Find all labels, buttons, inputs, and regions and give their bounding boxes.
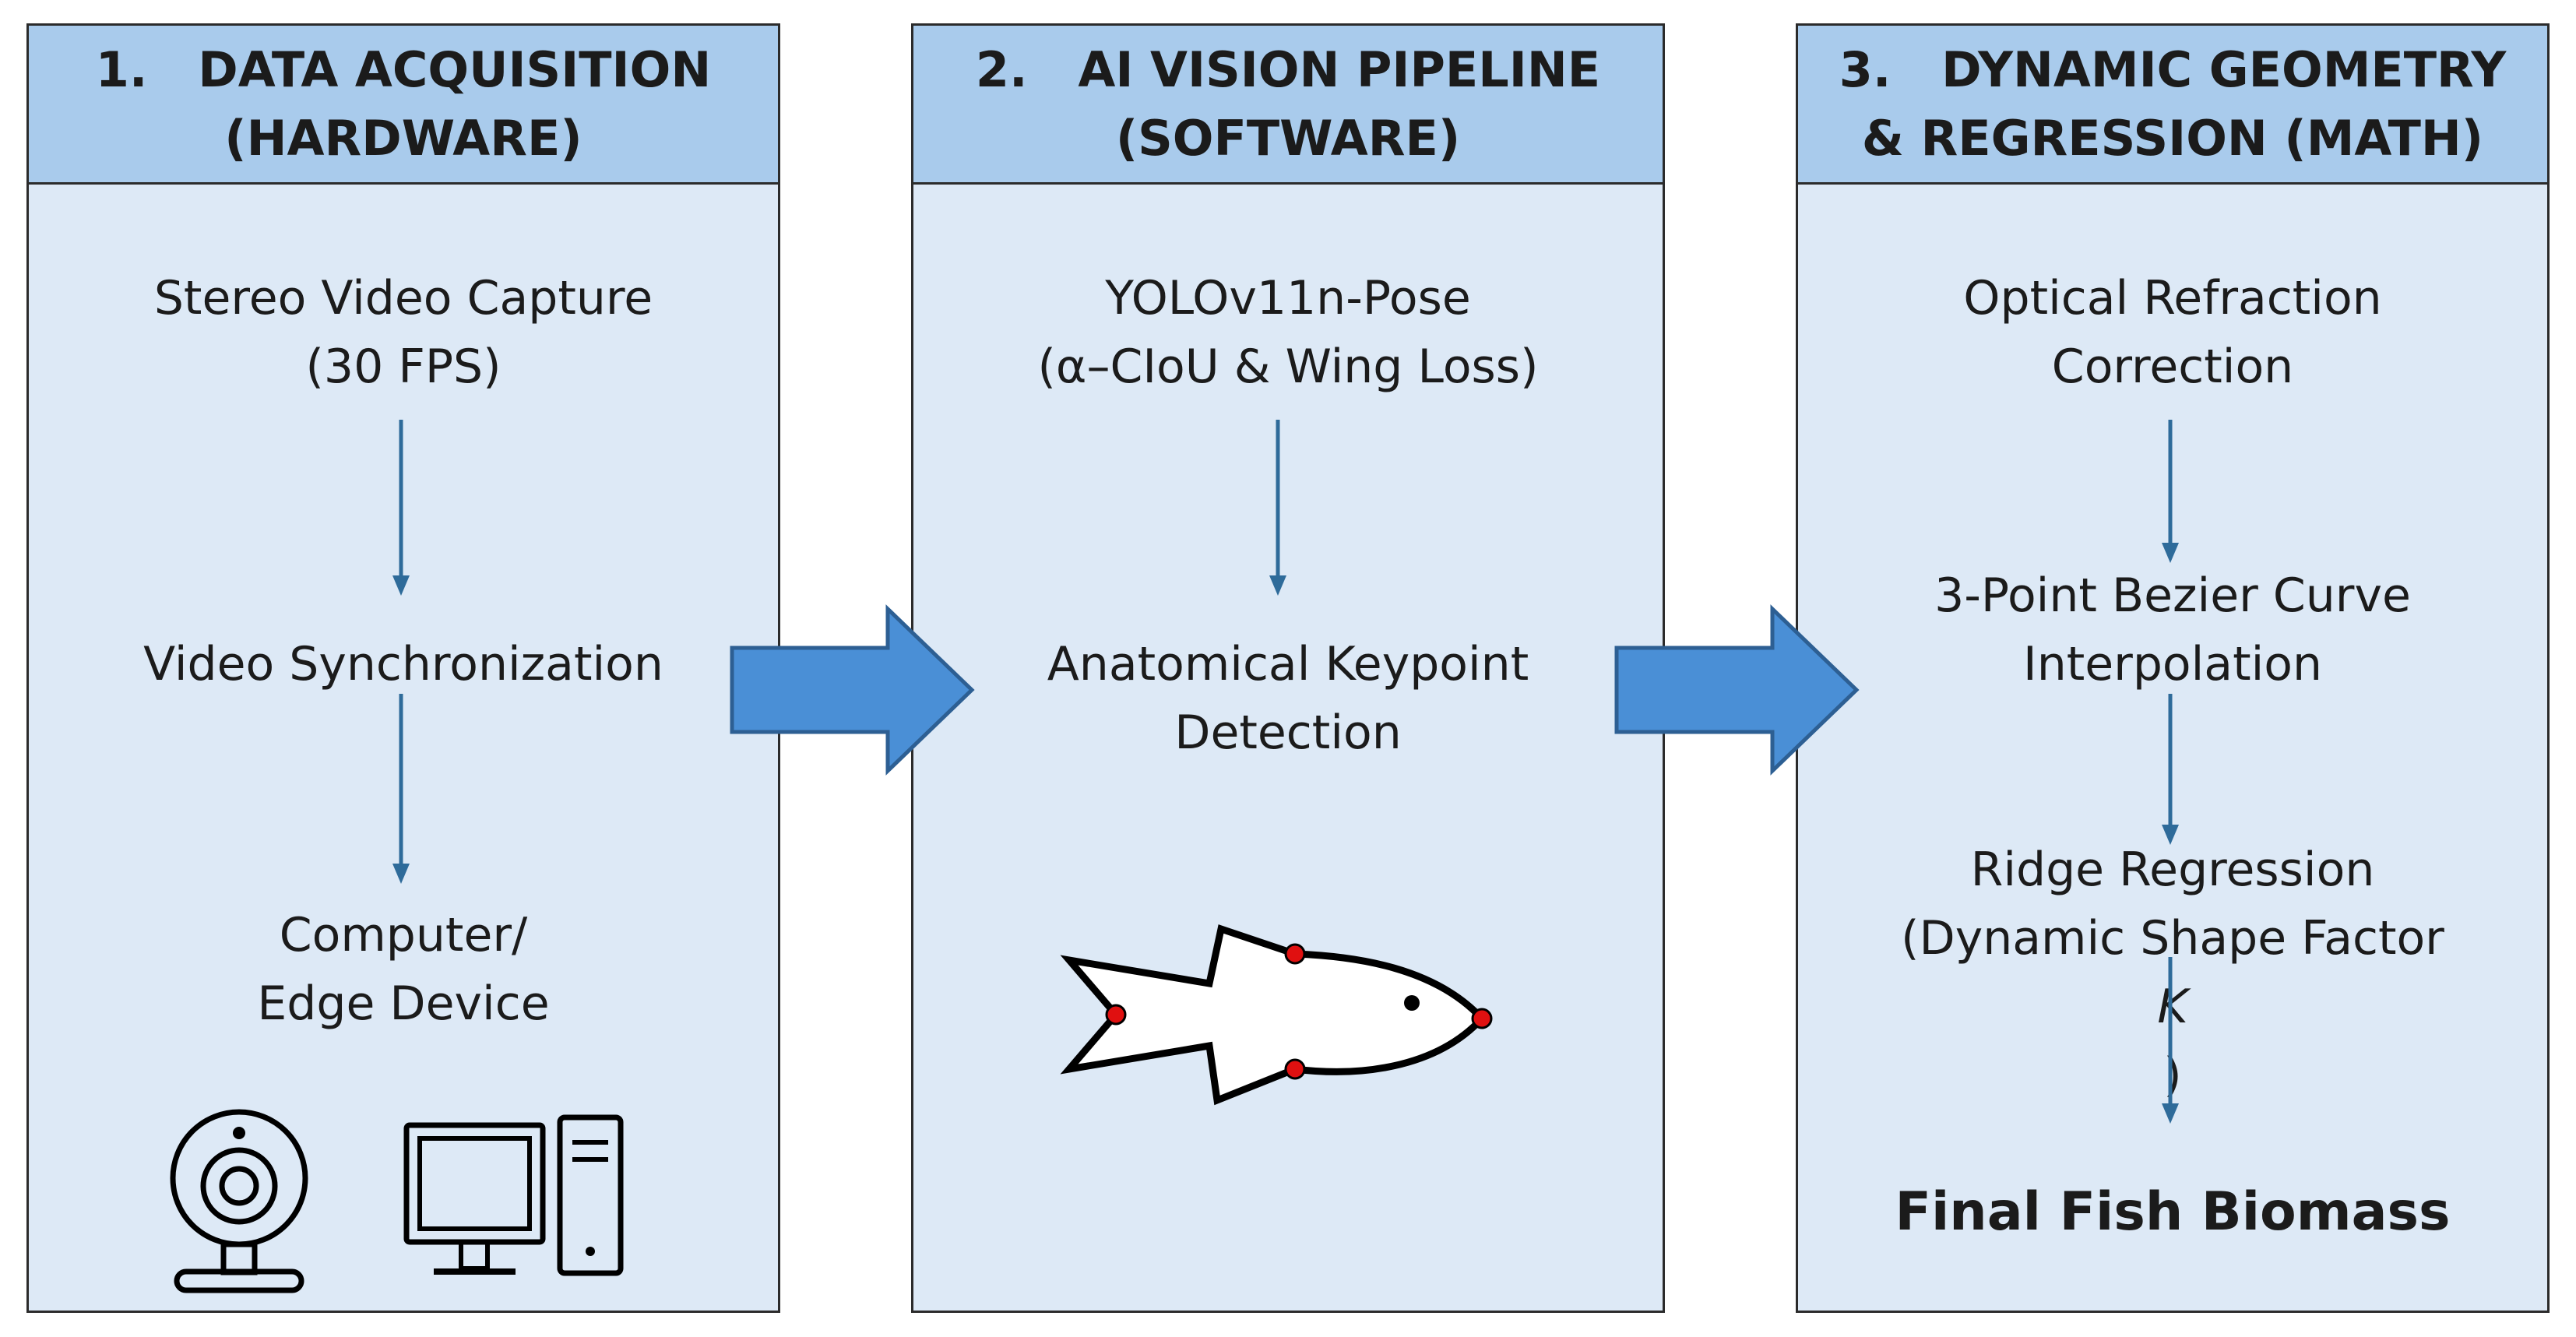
- keypoint-dorsal: [1284, 943, 1306, 965]
- panel-title: 3. DYNAMIC GEOMETRY & REGRESSION (MATH): [1839, 40, 2507, 167]
- keypoint-ventral: [1284, 1058, 1306, 1080]
- connector-arrow: [1269, 420, 1286, 596]
- keypoint-tail: [1105, 1004, 1127, 1026]
- step-yolo-pose: YOLOv11n-Pose (α–CIoU & Wing Loss): [1037, 271, 1539, 394]
- panel-header: 3. DYNAMIC GEOMETRY & REGRESSION (MATH): [1798, 26, 2547, 185]
- step-bezier-interpolation: 3-Point Bezier Curve Interpolation: [1934, 568, 2411, 691]
- desktop-computer-icon: [403, 1114, 624, 1276]
- flow-arrow-2-to-3: [1614, 604, 1860, 776]
- panel-data-acquisition: 1. DATA ACQUISITION (HARDWARE) Stereo Vi…: [26, 23, 780, 1313]
- keypoint-snout: [1471, 1008, 1493, 1029]
- step-stereo-video-capture: Stereo Video Capture (30 FPS): [153, 271, 653, 394]
- connector-arrow: [2162, 694, 2179, 845]
- panel-ai-vision-pipeline: 2. AI VISION PIPELINE (SOFTWARE) YOLOv11…: [911, 23, 1665, 1313]
- step-edge-device: Computer/ Edge Device: [257, 908, 550, 1031]
- panel-header: 2. AI VISION PIPELINE (SOFTWARE): [913, 26, 1663, 185]
- panel-title: 1. DATA ACQUISITION (HARDWARE): [95, 40, 712, 167]
- connector-arrow: [2162, 957, 2179, 1124]
- flow-arrow-1-to-2: [730, 604, 975, 776]
- step-refraction-correction: Optical Refraction Correction: [1963, 271, 2382, 394]
- webcam-icon: [170, 1109, 308, 1293]
- step-final-fish-biomass: Final Fish Biomass: [1895, 1181, 2451, 1243]
- connector-arrow: [2162, 420, 2179, 563]
- panel-dynamic-geometry-regression: 3. DYNAMIC GEOMETRY & REGRESSION (MATH) …: [1796, 23, 2550, 1313]
- connector-arrow: [392, 694, 410, 884]
- step-ridge-regression: Ridge Regression (Dynamic Shape Factor K…: [1901, 843, 2444, 1103]
- connector-arrow: [392, 420, 410, 596]
- panel-title: 2. AI VISION PIPELINE (SOFTWARE): [975, 40, 1601, 167]
- step-video-synchronization: Video Synchronization: [143, 637, 663, 691]
- step-keypoint-detection: Anatomical Keypoint Detection: [1047, 637, 1529, 760]
- panel-header: 1. DATA ACQUISITION (HARDWARE): [29, 26, 778, 185]
- fish-keypoints-icon: [1060, 924, 1493, 1106]
